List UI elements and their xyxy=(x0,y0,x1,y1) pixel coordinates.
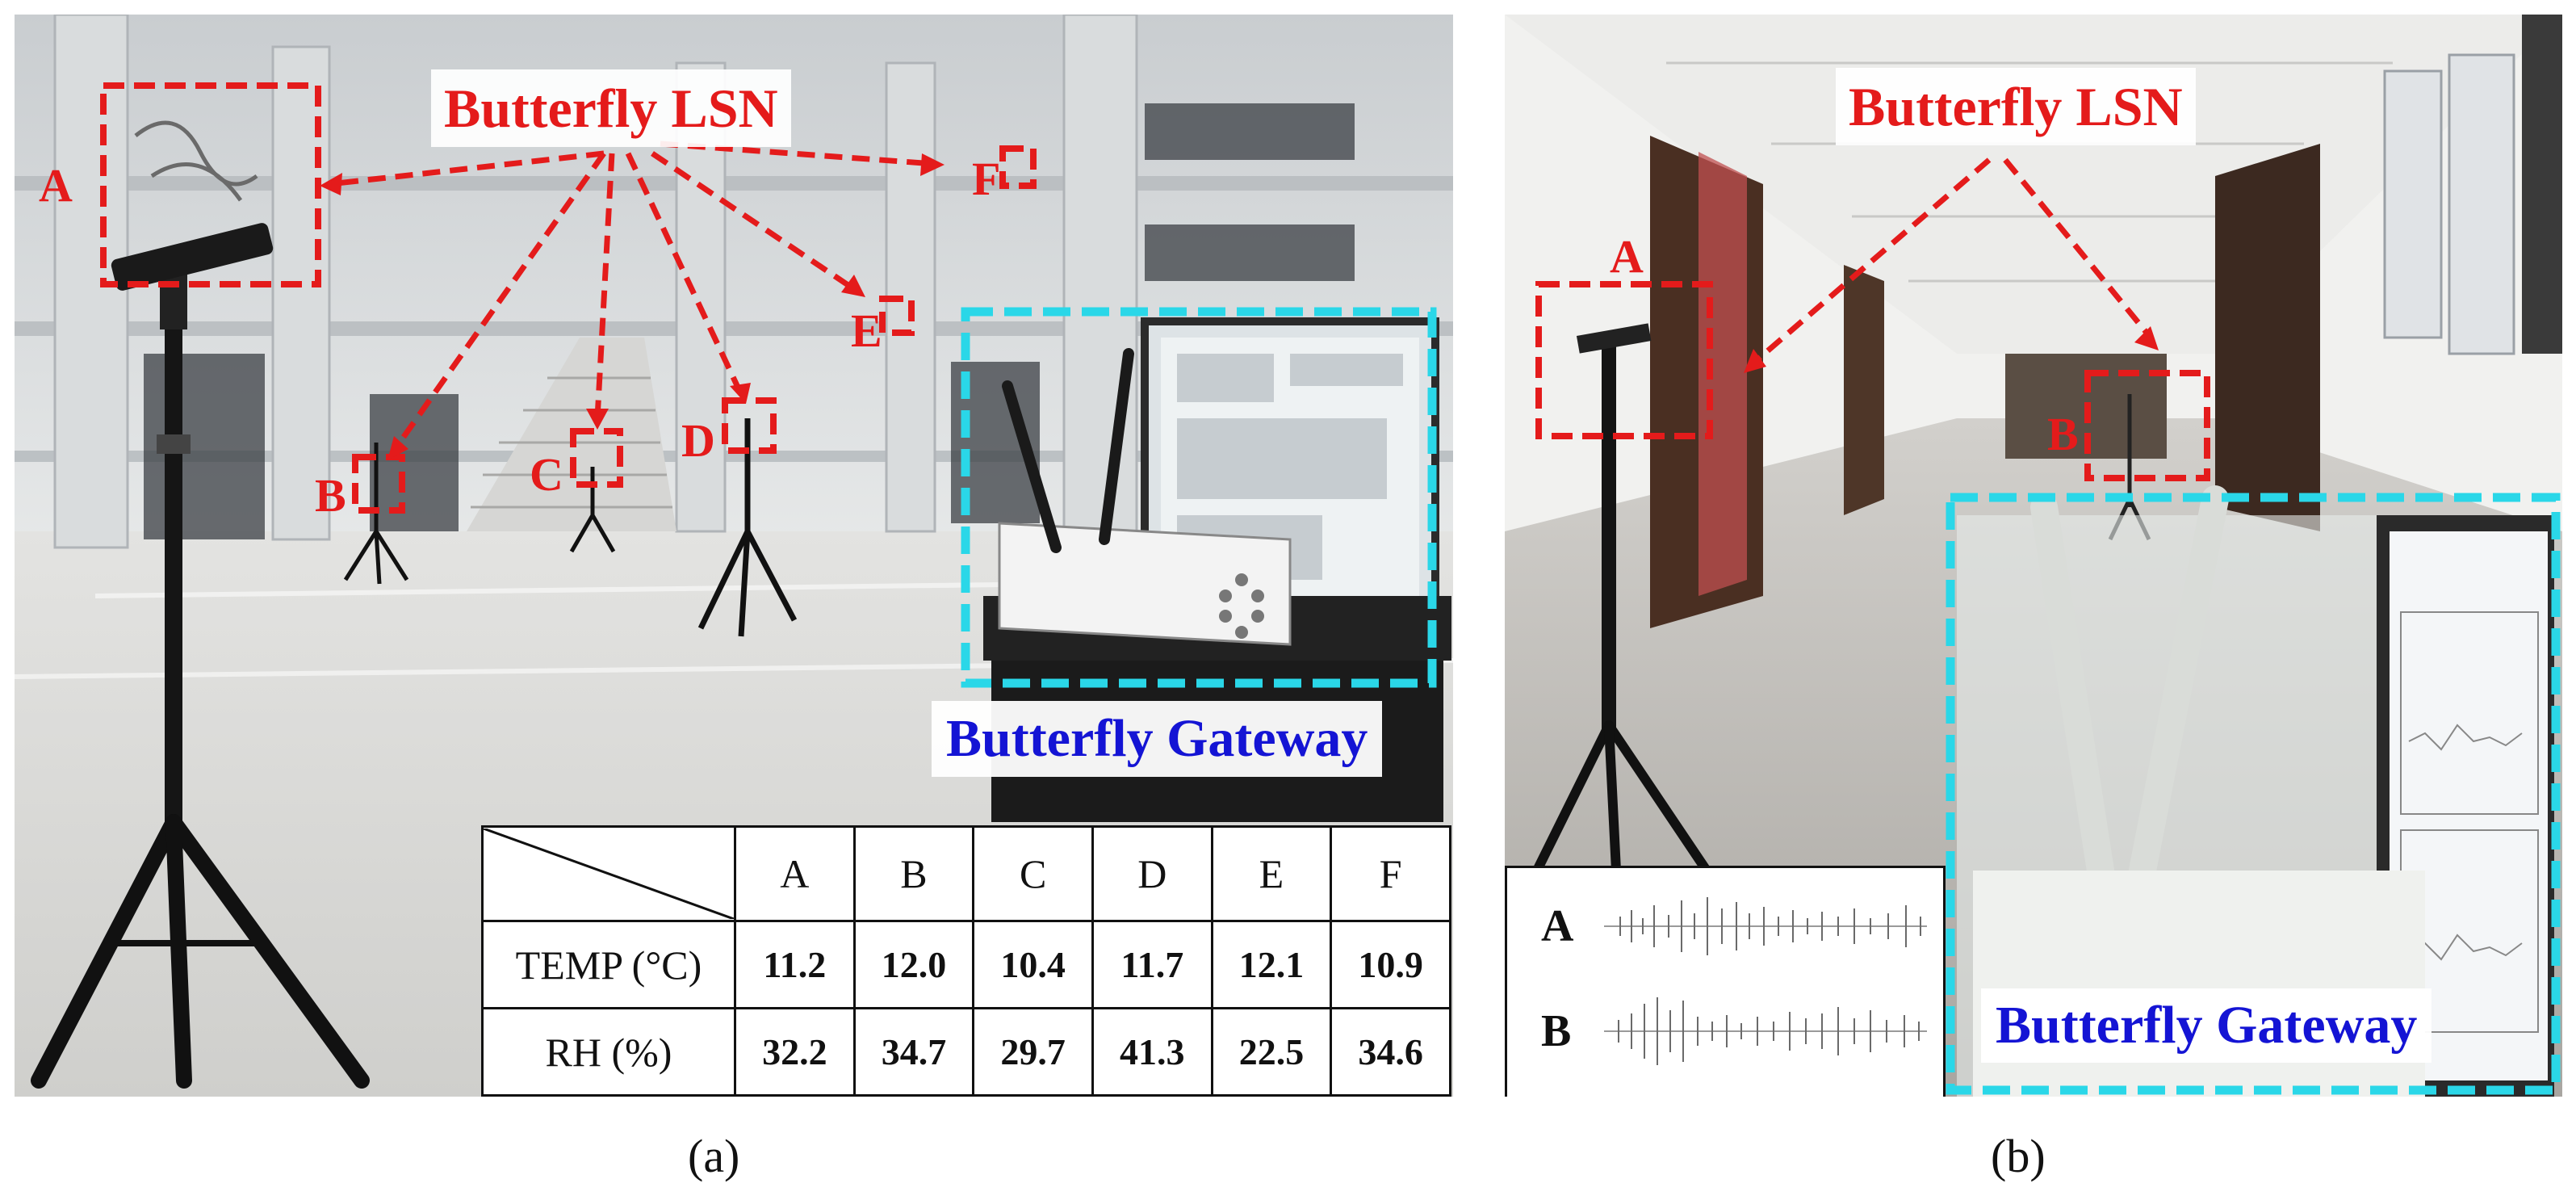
temp-e: 12.1 xyxy=(1210,920,1333,1009)
table-row-temp: TEMP (°C) 11.2 12.0 10.4 11.7 12.1 10.9 xyxy=(481,920,1451,1009)
node-label-f: F xyxy=(972,153,1001,205)
panel-a-photo: Butterfly LSN Butterfly Gateway A B C D … xyxy=(15,15,1453,1097)
temp-c: 10.4 xyxy=(972,920,1094,1009)
node-label-b: B xyxy=(315,469,346,522)
waveform-label-b: B xyxy=(1541,1006,1572,1056)
right-door xyxy=(2215,144,2320,531)
lsn-arrows-b xyxy=(1753,157,2153,364)
table-row-rh: RH (%) 32.2 34.7 29.7 41.3 22.5 34.6 xyxy=(481,1007,1451,1097)
lsn-arrows-a xyxy=(329,141,936,453)
lsn-arrowheads-b xyxy=(1744,326,2159,373)
node-label-e: E xyxy=(851,304,882,357)
rh-e: 22.5 xyxy=(1210,1007,1333,1097)
waveform-label-a: A xyxy=(1541,901,1574,951)
col-header-e: E xyxy=(1210,825,1333,922)
sensor-readings-table: A B C D E F TEMP (°C) 11.2 12.0 10.4 11.… xyxy=(481,825,1451,1097)
col-header-c: C xyxy=(972,825,1094,922)
col-header-b: B xyxy=(852,825,975,922)
table-header-row: A B C D E F xyxy=(481,825,1451,922)
rh-f: 34.6 xyxy=(1330,1007,1451,1097)
panel-b-gateway-label: Butterfly Gateway xyxy=(1981,988,2432,1063)
node-boxes-a xyxy=(100,82,1037,514)
temp-a: 11.2 xyxy=(734,920,856,1009)
col-header-d: D xyxy=(1091,825,1213,922)
col-header-f: F xyxy=(1330,825,1451,922)
panel-a-gateway-label: Butterfly Gateway xyxy=(932,701,1383,777)
tripod-d xyxy=(697,418,798,637)
rh-b: 34.7 xyxy=(852,1007,975,1097)
col-header-a: A xyxy=(734,825,856,922)
waveform-traces xyxy=(1604,897,1927,1065)
row-label-temp: TEMP (°C) xyxy=(481,920,736,1009)
rh-c: 29.7 xyxy=(972,1007,1094,1097)
lsn-arrowheads-a xyxy=(320,153,945,460)
waveform-b xyxy=(1604,997,1927,1065)
tripod-a xyxy=(31,120,370,1089)
node-boxes-b xyxy=(1535,281,2210,481)
temp-b: 12.0 xyxy=(852,920,975,1009)
waveform-a xyxy=(1604,897,1927,955)
panel-a-caption: (a) xyxy=(688,1130,740,1182)
tripod-a-b xyxy=(1524,323,1711,908)
waveform-panel: A B xyxy=(1505,866,1946,1097)
node-label-a: A xyxy=(39,159,73,212)
gateway-box-a xyxy=(961,307,1437,688)
tripod-c xyxy=(569,467,616,553)
panel-b-photo: Butterfly LSN Butterfly Gateway A B A B xyxy=(1505,15,2562,1097)
row-label-rh: RH (%) xyxy=(481,1007,736,1097)
node-label-b-a: A xyxy=(1610,230,1644,283)
left-doors xyxy=(1650,136,1884,628)
diagonal-divider xyxy=(484,829,734,919)
node-label-c: C xyxy=(530,448,563,501)
node-label-d: D xyxy=(681,414,715,467)
panel-b-scene xyxy=(1505,15,2562,1097)
node-label-b-b: B xyxy=(2047,408,2079,460)
rh-d: 41.3 xyxy=(1091,1007,1213,1097)
gateway-box-b xyxy=(1946,493,2561,1095)
panel-a-lsn-label: Butterfly LSN xyxy=(431,69,791,147)
rh-a: 32.2 xyxy=(734,1007,856,1097)
table-corner-cell xyxy=(481,825,736,922)
temp-f: 10.9 xyxy=(1330,920,1451,1009)
temp-d: 11.7 xyxy=(1091,920,1213,1009)
posters xyxy=(2383,53,2515,355)
panel-b-caption: (b) xyxy=(1991,1130,2046,1182)
panel-b-lsn-label: Butterfly LSN xyxy=(1836,68,2196,145)
right-window xyxy=(2522,15,2562,354)
